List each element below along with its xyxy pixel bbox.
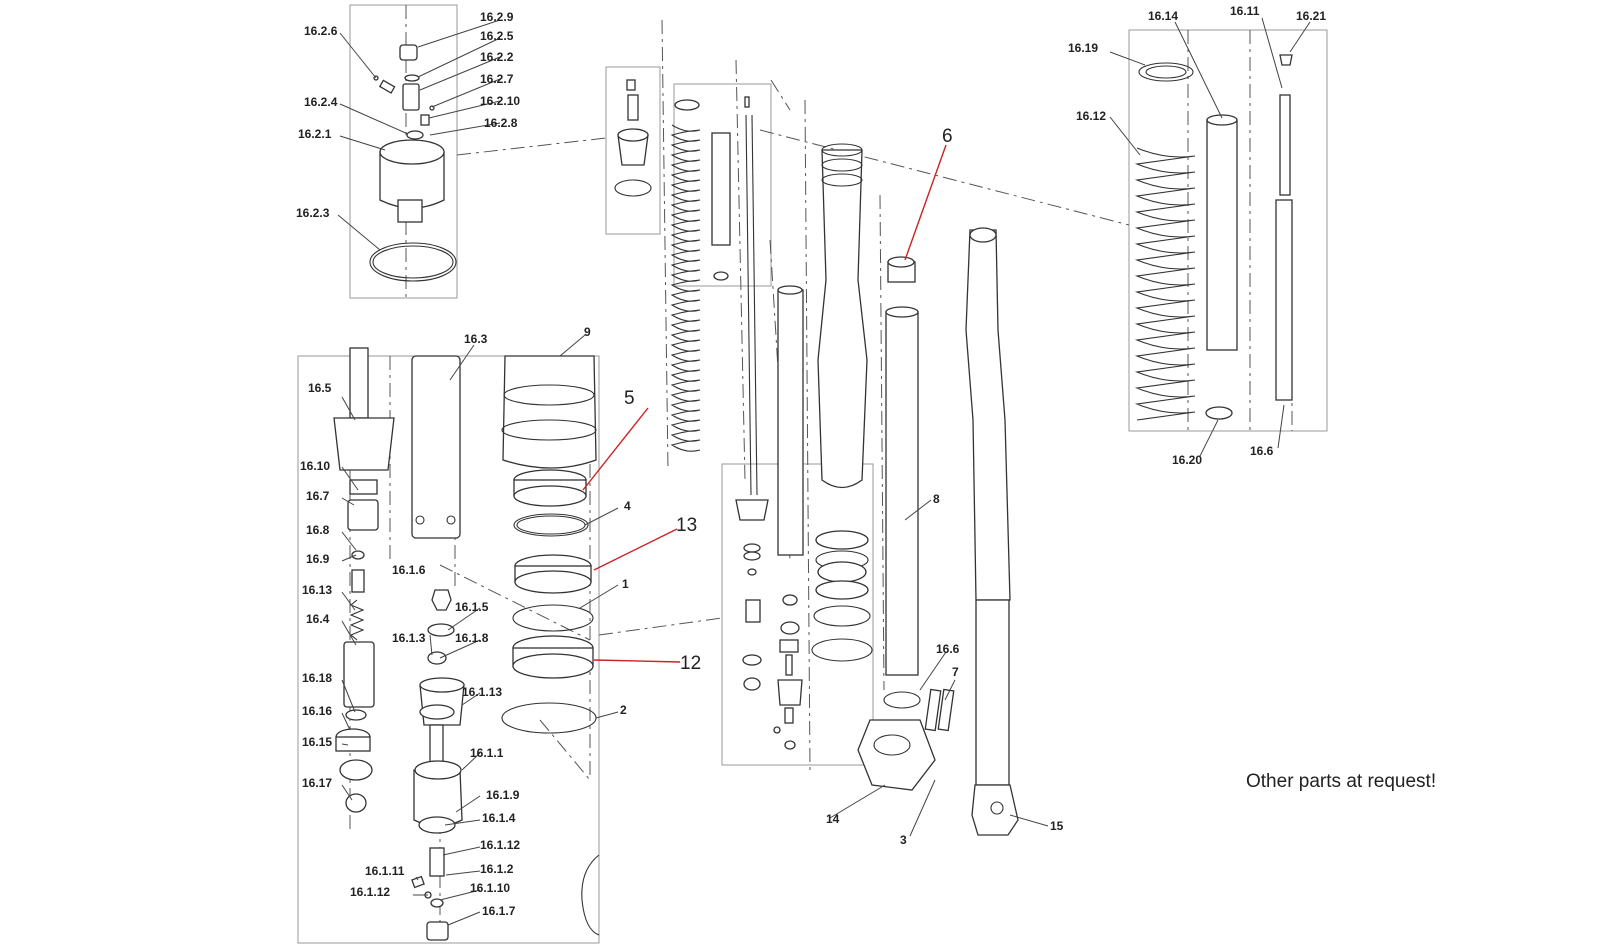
assembly-axis-lines <box>349 5 1293 935</box>
cartridge-parts <box>333 347 600 941</box>
label-16-8: 16.8 <box>306 523 330 537</box>
label-16-1-7: 16.1.7 <box>482 904 516 918</box>
label-16-2-5: 16.2.5 <box>480 29 514 43</box>
label-16-2-10: 16.2.10 <box>480 94 520 108</box>
label-16-1-1: 16.1.1 <box>470 746 504 760</box>
fork-leg <box>965 227 1019 836</box>
label-12: 12 <box>680 653 701 674</box>
leader-lines <box>337 17 1311 926</box>
label-16-12: 16.12 <box>1076 109 1106 123</box>
label-16-1-2: 16.1.2 <box>480 862 514 876</box>
label-16-20: 16.20 <box>1172 453 1202 467</box>
label-16-6b: 16.6 <box>1250 444 1274 458</box>
label-16-18: 16.18 <box>302 671 332 685</box>
label-2: 2 <box>620 703 627 717</box>
label-16-14: 16.14 <box>1148 9 1178 23</box>
label-16-5: 16.5 <box>308 381 332 395</box>
label-16-1-6: 16.1.6 <box>392 563 426 577</box>
label-16-2-3: 16.2.3 <box>296 206 330 220</box>
label-16-9: 16.9 <box>306 552 330 566</box>
label-1: 1 <box>622 577 629 591</box>
label-16-3: 16.3 <box>464 332 488 346</box>
main-spring-left <box>670 124 701 452</box>
label-16-6a: 16.6 <box>936 642 960 656</box>
label-16-2-6: 16.2.6 <box>304 24 338 38</box>
label-16-15: 16.15 <box>302 735 332 749</box>
axle-clamp <box>857 688 955 791</box>
part-labels: 16.2.9 16.2.5 16.2.6 16.2.2 16.2.7 16.2.… <box>296 4 1436 918</box>
small-valve-detail <box>614 79 652 197</box>
detail-box-compression-valve <box>349 4 458 299</box>
label-16-2-9: 16.2.9 <box>480 10 514 24</box>
label-16-4: 16.4 <box>306 612 330 626</box>
label-6: 6 <box>942 126 953 147</box>
spring-kit-parts <box>1134 54 1293 421</box>
label-5: 5 <box>624 388 635 409</box>
label-16-19: 16.19 <box>1068 41 1098 55</box>
damper-parts <box>735 285 804 750</box>
label-16-1-12b: 16.1.12 <box>350 885 390 899</box>
label-16-1-9: 16.1.9 <box>486 788 520 802</box>
label-16-2-4: 16.2.4 <box>304 95 338 109</box>
label-7: 7 <box>952 665 959 679</box>
label-16-2-8: 16.2.8 <box>484 116 518 130</box>
label-16-2-1: 16.2.1 <box>298 127 332 141</box>
label-3: 3 <box>900 833 907 847</box>
label-16-7: 16.7 <box>306 489 330 503</box>
label-16-11: 16.11 <box>1230 4 1260 18</box>
label-16-2-2: 16.2.2 <box>480 50 514 64</box>
label-9: 9 <box>584 325 591 339</box>
detail-box-spring-kit <box>1128 29 1328 432</box>
inner-tube <box>811 143 873 662</box>
label-16-16: 16.16 <box>302 704 332 718</box>
label-16-1-11: 16.1.11 <box>365 864 405 878</box>
label-16-17: 16.17 <box>302 776 332 790</box>
label-4: 4 <box>624 499 631 513</box>
compression-valve-parts <box>369 44 457 282</box>
seal-bushing-stack <box>501 355 597 734</box>
label-16-10: 16.10 <box>300 459 330 473</box>
label-15: 15 <box>1050 819 1064 833</box>
label-16-13: 16.13 <box>302 583 332 597</box>
label-16-1-8: 16.1.8 <box>455 631 489 645</box>
damper-rod-parts <box>674 96 758 496</box>
label-16-1-4: 16.1.4 <box>482 811 516 825</box>
label-16-21: 16.21 <box>1296 9 1326 23</box>
label-8: 8 <box>933 492 940 506</box>
label-16-1-5: 16.1.5 <box>455 600 489 614</box>
label-16-1-10: 16.1.10 <box>470 881 510 895</box>
outer-cartridge-tube <box>883 256 921 709</box>
label-16-1-13: 16.1.13 <box>462 685 502 699</box>
detail-box-valve-small <box>605 66 661 235</box>
note-other-parts: Other parts at request! <box>1246 771 1436 792</box>
label-16-1-12a: 16.1.12 <box>480 838 520 852</box>
label-16-2-7: 16.2.7 <box>480 72 514 86</box>
label-16-1-3: 16.1.3 <box>392 631 426 645</box>
label-14: 14 <box>826 812 840 826</box>
label-13: 13 <box>676 515 697 536</box>
